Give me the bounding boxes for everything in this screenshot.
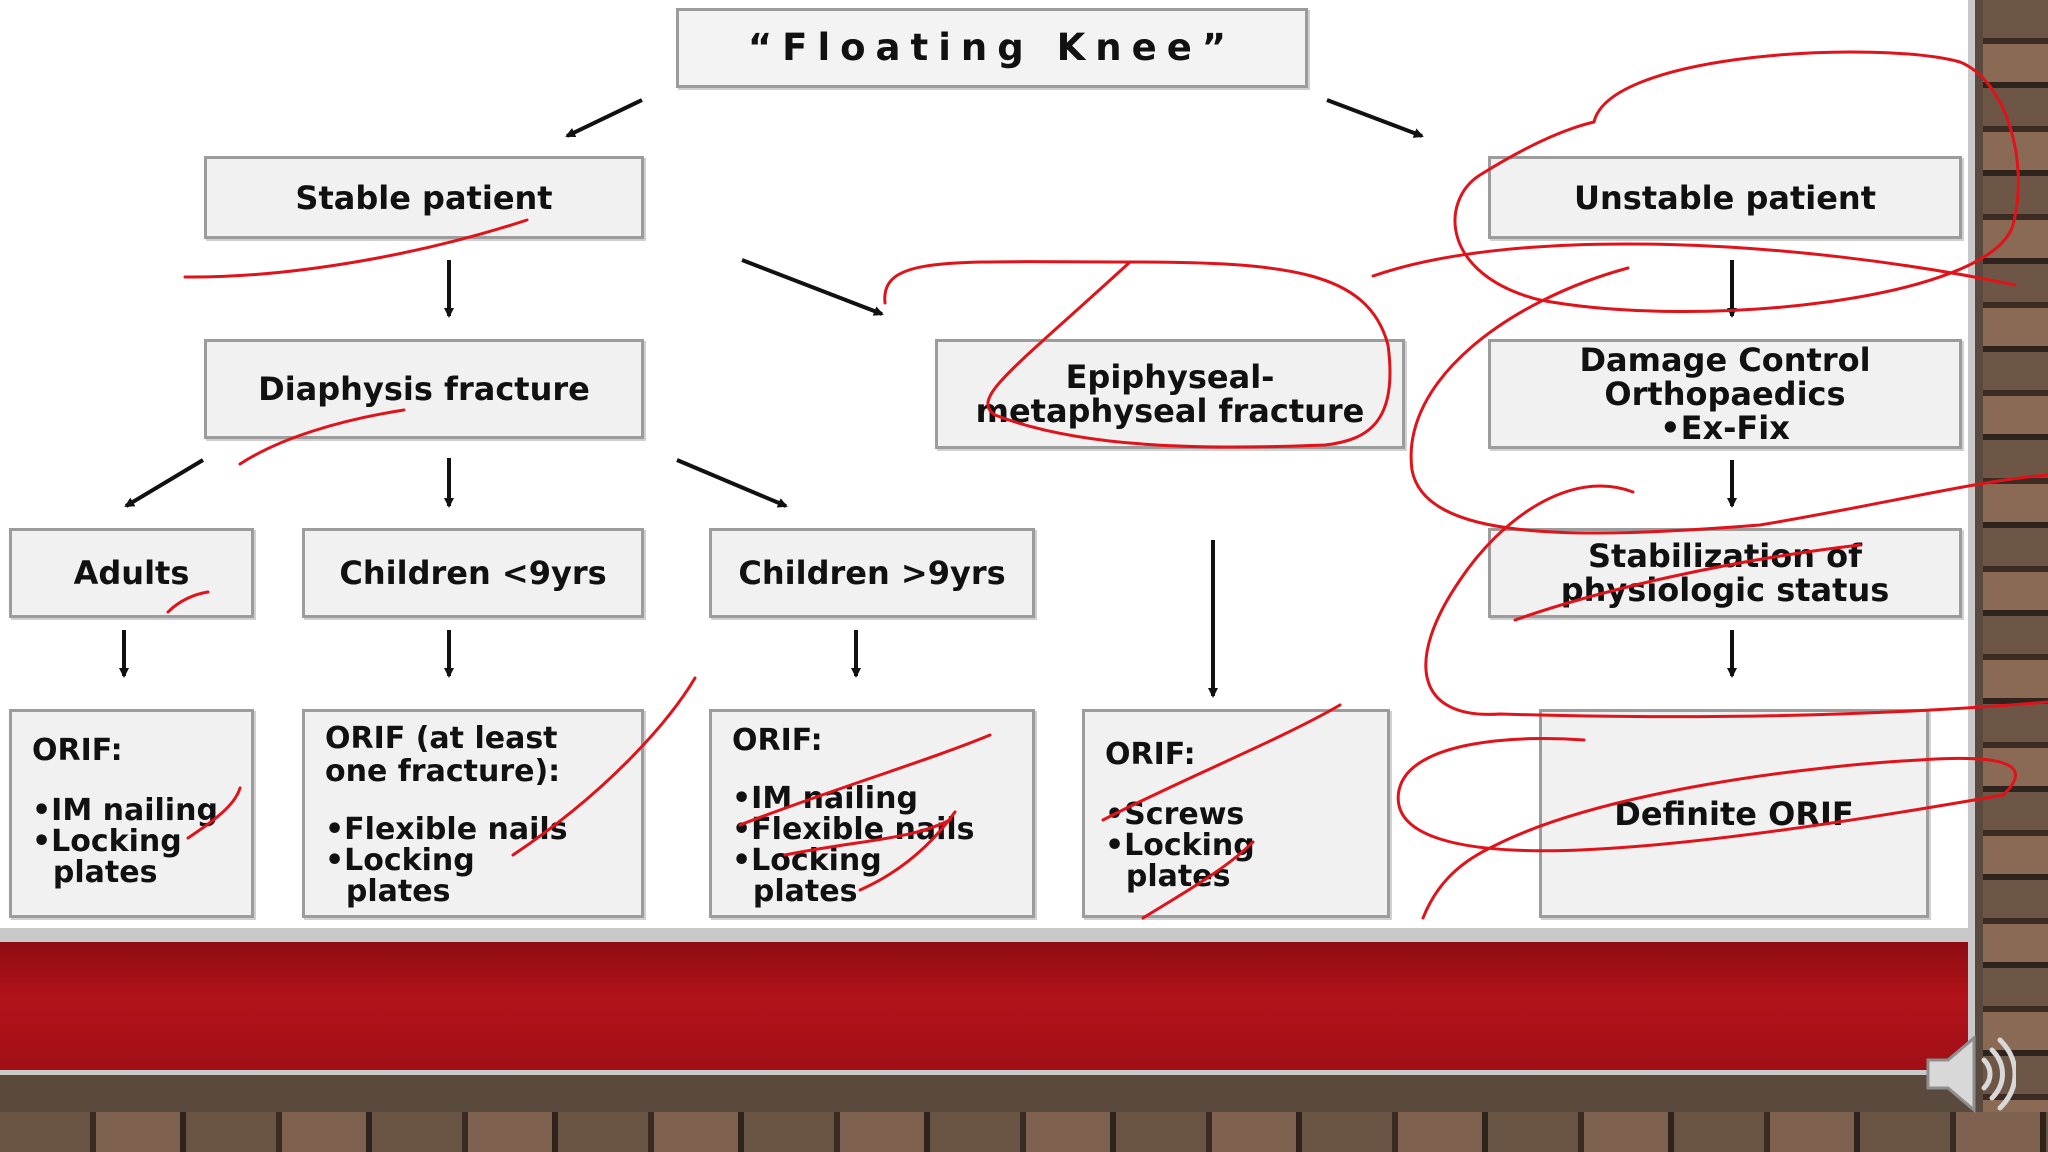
underline-diaphysis (238, 408, 406, 466)
diaphysis-fracture-label: Diaphysis fracture (258, 370, 590, 408)
adults-label: Adults (73, 554, 190, 592)
orif-children-gt9-item: •Flexible nails (732, 812, 975, 847)
epiphyseal-fracture-box: Epiphyseal- metaphyseal fracture (935, 339, 1405, 449)
children-lt9-box: Children <9yrs (302, 528, 644, 618)
arrow-diaphysis-to-children-gt9 (676, 458, 788, 508)
adults-box: Adults (9, 528, 254, 618)
strike-orif-epiphyseal-2 (1141, 840, 1255, 920)
damage-control-line-3: •Ex-Fix (1660, 409, 1790, 447)
unstable-patient-label: Unstable patient (1574, 178, 1876, 217)
damage-control-box: Damage Control Orthopaedics •Ex-Fix (1488, 339, 1962, 449)
orif-children-lt9-item: •Flexible nails (325, 812, 568, 847)
orif-children-gt9-heading: ORIF: (732, 723, 823, 758)
diaphysis-fracture-box: Diaphysis fracture (204, 339, 644, 439)
orif-epiphyseal-item: •Screws (1105, 797, 1245, 832)
orif-adults-heading: ORIF: (32, 733, 123, 768)
brick-background-right (1983, 0, 2048, 1152)
strike-orif-children-lt9 (511, 676, 697, 857)
stable-patient-label: Stable patient (295, 178, 553, 217)
stable-patient-box: Stable patient (204, 156, 644, 239)
orif-children-gt9-box: ORIF: •IM nailing •Flexible nails •Locki… (709, 709, 1035, 918)
arrow-stable-to-epiphyseal (741, 258, 884, 316)
orif-children-lt9-box: ORIF (at least one fracture): •Flexible … (302, 709, 644, 918)
unstable-patient-box: Unstable patient (1488, 156, 1962, 239)
stabilization-line-1: Stabilization of (1587, 537, 1863, 575)
epiphyseal-line-1: Epiphyseal- (1065, 358, 1275, 396)
orif-epiphyseal-heading: ORIF: (1105, 737, 1196, 772)
circle-definite-orif (1396, 736, 2017, 920)
arrow-title-to-unstable (1326, 98, 1424, 138)
arrow-diaphysis-to-adults (124, 458, 205, 508)
circle-unstable-patient (1453, 50, 2020, 313)
orif-adults-item: •IM nailing (32, 793, 218, 828)
underline-stable-patient (183, 218, 529, 279)
orif-children-lt9-heading-line-2: one fracture): (325, 754, 561, 789)
orif-epiphyseal-item: plates (1105, 859, 1231, 894)
orif-adults-box: ORIF: •IM nailing •Locking plates (9, 709, 254, 918)
circle-damage-control (1409, 266, 2048, 535)
children-lt9-label: Children <9yrs (339, 554, 607, 592)
orif-children-lt9-heading-line-1: ORIF (at least (325, 721, 558, 756)
orif-adults-item: plates (32, 855, 158, 890)
scribble-unstable-right (1371, 242, 2017, 287)
orif-children-lt9-item: plates (325, 874, 451, 909)
speaker-icon[interactable] (1916, 1024, 2016, 1124)
circle-epiphyseal (883, 260, 1392, 449)
orif-epiphyseal-item: •Locking (1105, 828, 1255, 863)
strike-stabilization (1513, 543, 1862, 622)
orif-epiphyseal-box: ORIF: •Screws •Locking plates (1082, 709, 1390, 918)
strike-orif-children-gt9-3 (858, 810, 957, 892)
strike-orif-children-gt9-2 (783, 818, 952, 857)
strike-orif-epiphyseal-1 (1101, 703, 1342, 822)
children-gt9-label: Children >9yrs (738, 554, 1006, 592)
orif-children-lt9-item: •Locking (325, 843, 475, 878)
children-gt9-box: Children >9yrs (709, 528, 1035, 618)
damage-control-line-1: Damage Control (1579, 341, 1871, 379)
epiphyseal-line-2: metaphyseal fracture (975, 392, 1365, 430)
orif-adults-item: •Locking (32, 824, 182, 859)
tick-adults (166, 590, 210, 614)
tick-orif-adults (186, 786, 242, 840)
slide-footer-band (0, 942, 1968, 1070)
orif-children-gt9-item: •IM nailing (732, 781, 918, 816)
orif-children-lt9-heading: ORIF (at least one fracture): (325, 722, 560, 788)
circle-stabilization (1424, 484, 2048, 719)
brick-background-bottom (0, 1112, 2048, 1152)
arrow-title-to-stable (565, 98, 643, 138)
diagram-title: “Floating Knee” (747, 26, 1237, 69)
strike-orif-children-gt9-1 (738, 733, 992, 827)
title-box: “Floating Knee” (676, 8, 1308, 88)
damage-control-line-2: Orthopaedics (1604, 375, 1846, 413)
orif-children-gt9-item: plates (732, 874, 858, 909)
